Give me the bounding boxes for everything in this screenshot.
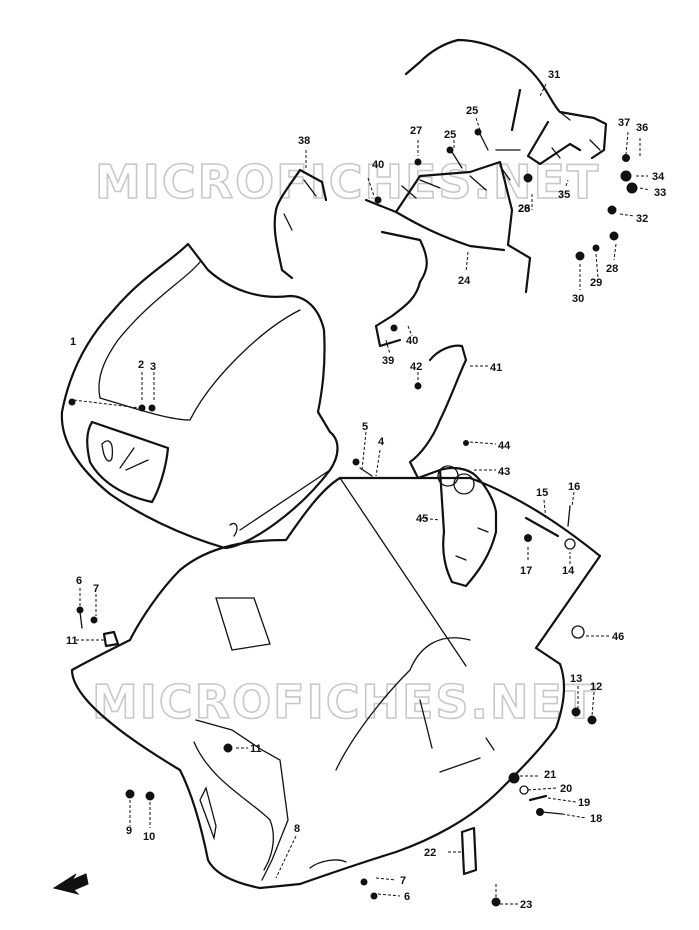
- callout-1: 1: [70, 336, 76, 348]
- callout-2: 2: [138, 359, 144, 371]
- callout-19: 19: [578, 797, 590, 809]
- callout-6-bottom: 6: [404, 891, 410, 903]
- fairing-stay-24: [364, 149, 532, 348]
- callout-17: 17: [520, 565, 532, 577]
- callout-43: 43: [498, 466, 510, 478]
- callout-27: 27: [410, 125, 422, 137]
- callout-45: 45: [416, 513, 428, 525]
- callout-7-bottom: 7: [400, 875, 406, 887]
- callout-26: 26: [518, 203, 530, 215]
- callout-46: 46: [612, 631, 624, 643]
- air-duct-41-45: [408, 344, 498, 588]
- bracket-38: [273, 168, 328, 280]
- hardware-right: [360, 707, 597, 907]
- callout-21: 21: [544, 769, 556, 781]
- callout-20: 20: [560, 783, 572, 795]
- callout-8: 8: [294, 823, 300, 835]
- callout-15: 15: [536, 487, 548, 499]
- callout-18: 18: [590, 813, 602, 825]
- callout-31: 31: [548, 69, 560, 81]
- hardware-mid: [352, 382, 585, 639]
- callout-38: 38: [298, 135, 310, 147]
- callout-33: 33: [654, 187, 666, 199]
- callout-25-a: 25: [466, 105, 478, 117]
- callout-25-b: 25: [444, 129, 456, 141]
- callout-39: 39: [382, 355, 394, 367]
- callout-5: 5: [362, 421, 368, 433]
- callout-13: 13: [570, 673, 582, 685]
- callout-44: 44: [498, 440, 511, 452]
- callout-7: 7: [93, 583, 99, 595]
- callout-29: 29: [590, 277, 602, 289]
- callout-11-mid: 11: [250, 743, 262, 755]
- callout-11-left: 11: [66, 635, 78, 647]
- callout-40-b: 40: [406, 335, 418, 347]
- callout-labels: 1 2 3 4 5 6 7 8 9 10 11 11 12 13 14 15 1…: [66, 69, 666, 911]
- callout-16: 16: [568, 481, 580, 493]
- hardware-left: [68, 398, 233, 801]
- callout-3: 3: [150, 361, 156, 373]
- callout-6: 6: [76, 575, 82, 587]
- hardware-top: [374, 128, 638, 332]
- callout-36: 36: [636, 122, 648, 134]
- stay-31: [404, 38, 608, 166]
- callout-23: 23: [520, 899, 532, 911]
- callout-14: 14: [562, 565, 575, 577]
- watermark-top: MICROFICHES.NET: [95, 155, 600, 209]
- callout-28-b: 28: [518, 203, 530, 215]
- callout-37: 37: [618, 117, 630, 129]
- lower-fairing: [70, 476, 602, 890]
- callout-30: 30: [572, 293, 584, 305]
- callout-32: 32: [636, 213, 648, 225]
- callout-34: 34: [652, 171, 665, 183]
- callout-42: 42: [410, 361, 422, 373]
- callout-12: 12: [590, 681, 602, 693]
- upper-fairing: [60, 242, 339, 550]
- callout-22: 22: [424, 847, 436, 859]
- callout-9: 9: [126, 825, 132, 837]
- callout-4: 4: [378, 436, 385, 448]
- callout-35: 35: [558, 189, 570, 201]
- callout-10: 10: [143, 831, 155, 843]
- leader-lines: [73, 83, 651, 905]
- callout-24: 24: [458, 275, 471, 287]
- callout-40-a: 40: [372, 159, 384, 171]
- watermark-bottom: MICROFICHES.NET: [92, 675, 597, 729]
- callout-28-a: 28: [606, 263, 618, 275]
- front-direction-arrow: [52, 873, 89, 895]
- callout-41: 41: [490, 362, 502, 374]
